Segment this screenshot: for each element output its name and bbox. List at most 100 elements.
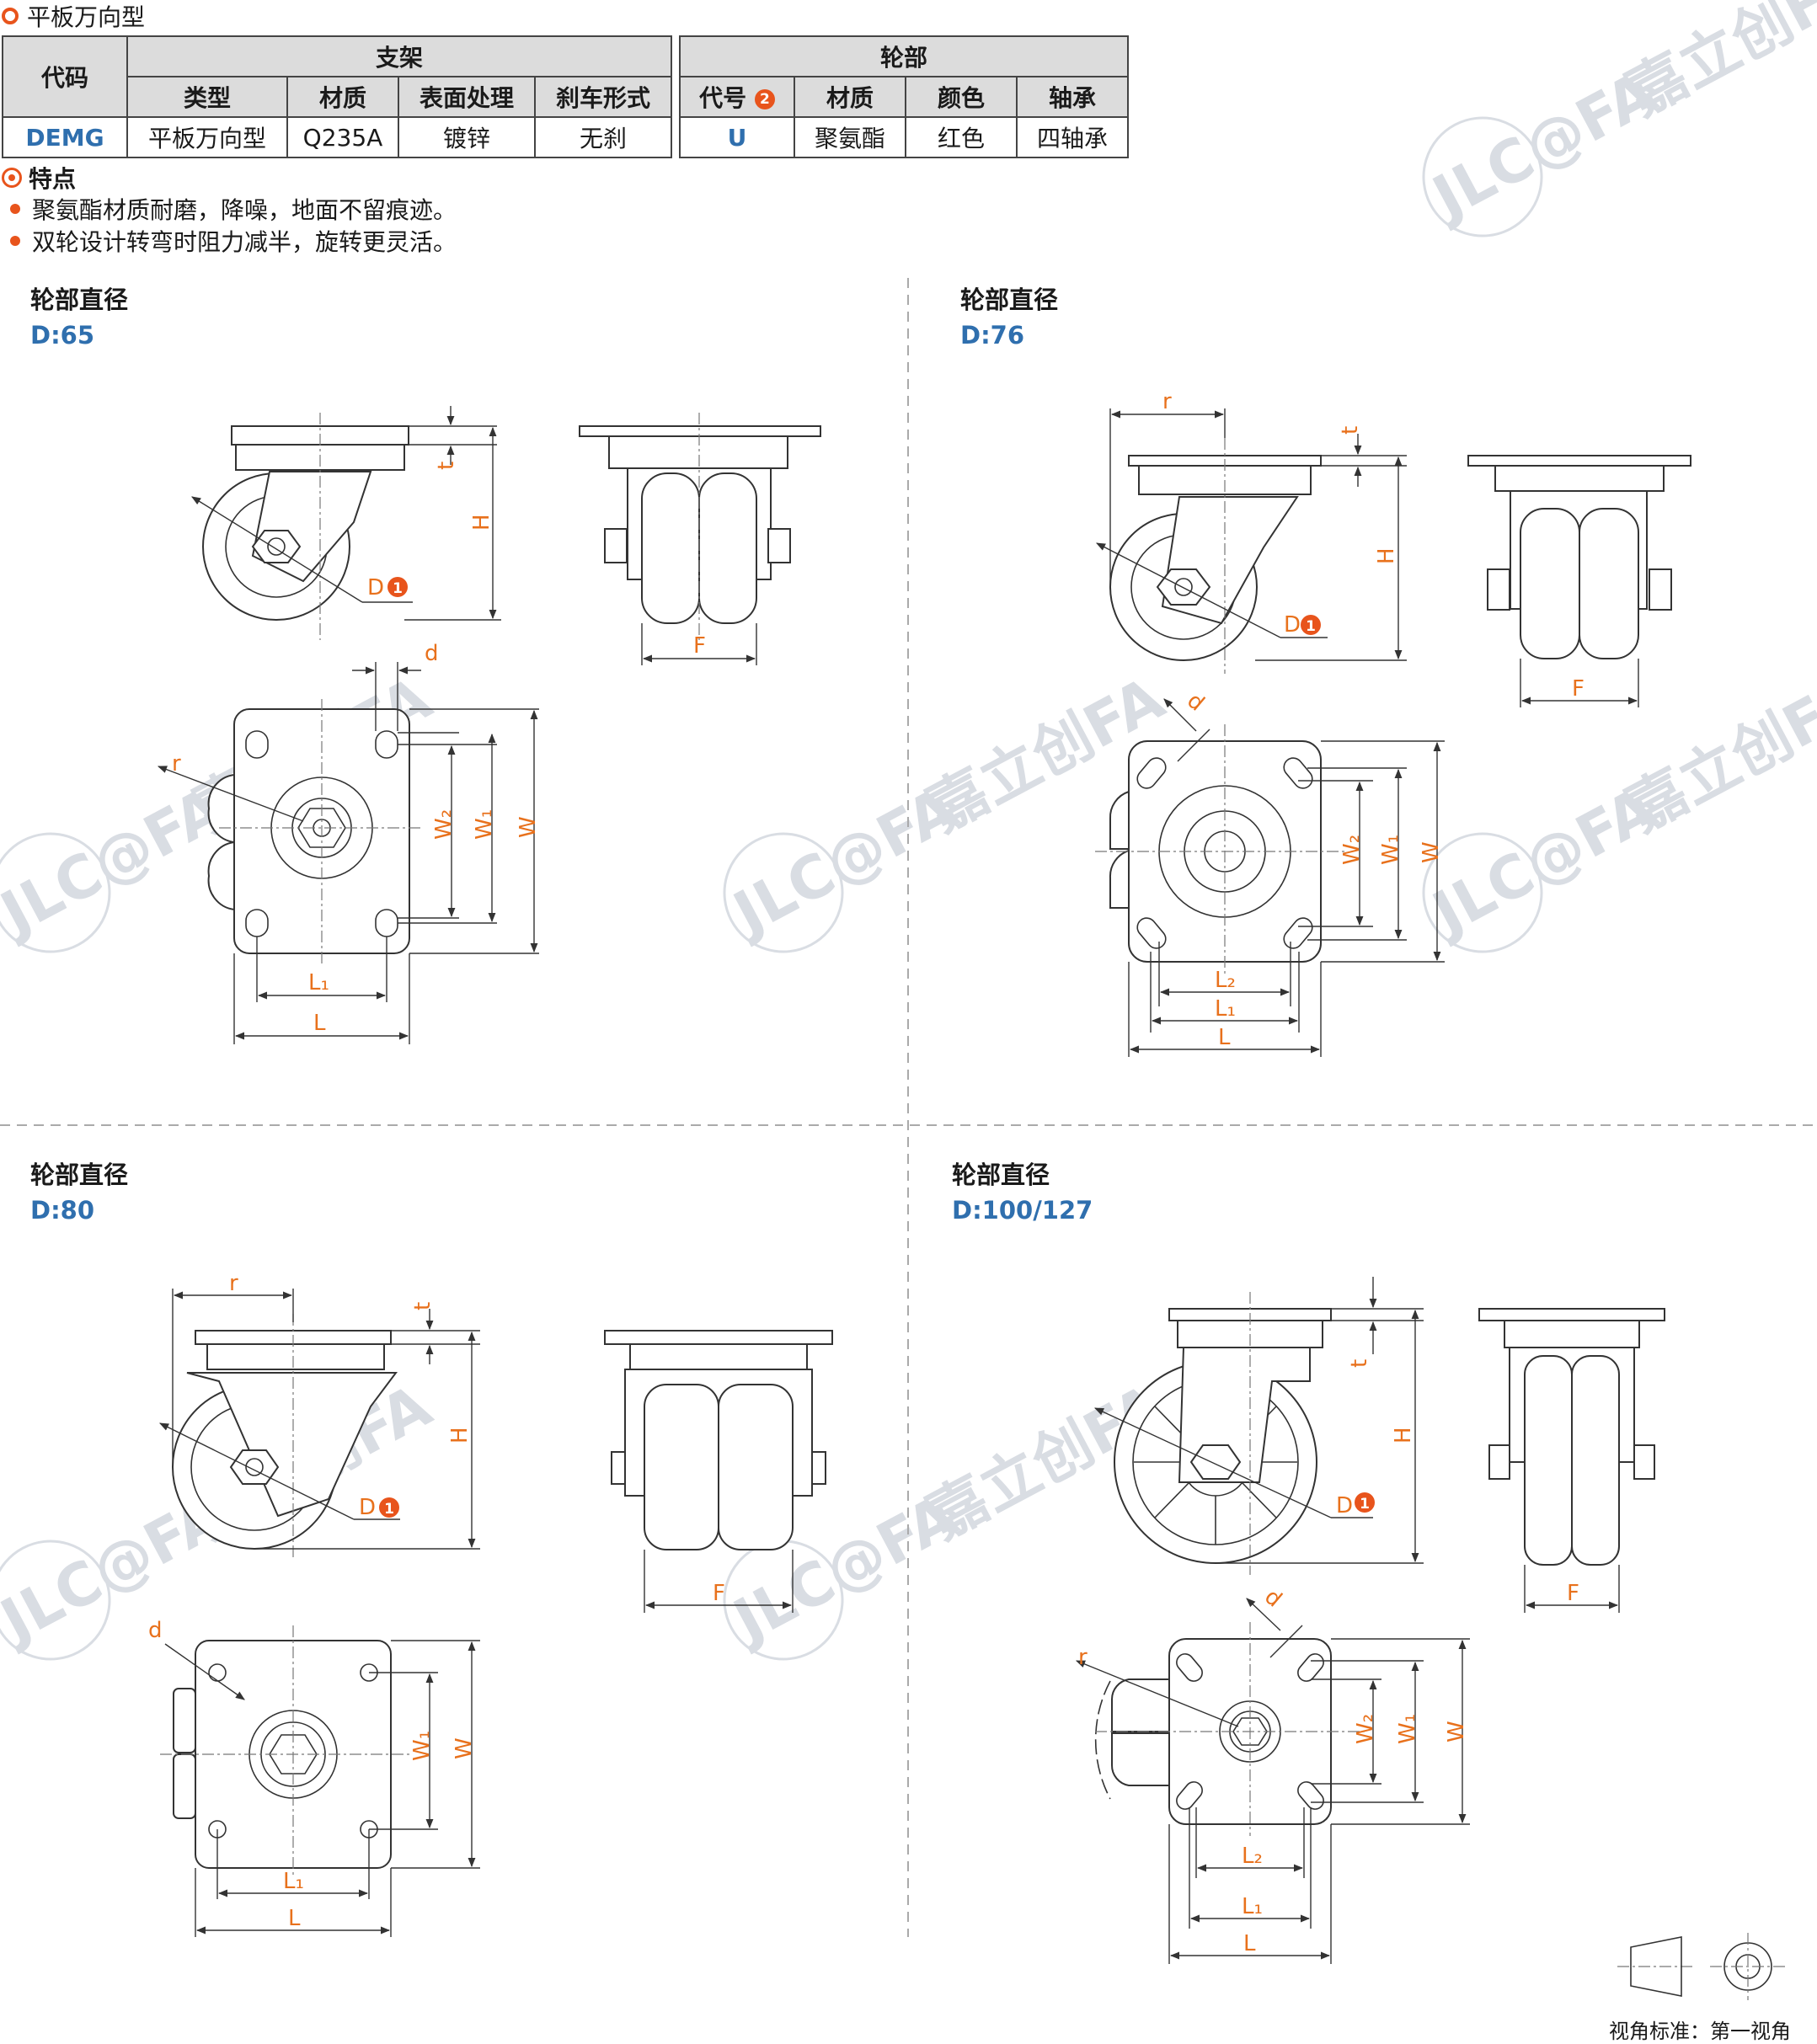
wheel-outline-bottom [173, 1753, 196, 1819]
axle-nut [1156, 568, 1211, 606]
wheel-left [641, 472, 700, 624]
cell-type: 平板万向型 [126, 116, 288, 158]
label-F: F [693, 633, 706, 659]
label-H: H [469, 514, 494, 531]
drawing-d65-side: t H D 1 [191, 406, 501, 640]
badge-1-icon [387, 577, 408, 597]
axle [1174, 578, 1193, 596]
title-text: 平板万向型 [27, 3, 146, 31]
first-angle-projection-icon [1617, 1933, 1786, 2000]
drawing-d76-side: r t H D 1 [1096, 389, 1407, 674]
label-W: W [516, 816, 541, 838]
bullet-icon [10, 204, 20, 214]
cell-wheel-material: 聚氨酯 [794, 116, 906, 158]
drawing-d76-front: F [1467, 455, 1691, 707]
label-L1: L₁ [1215, 996, 1236, 1022]
swivel-ring [629, 1343, 808, 1370]
label-r: r [1162, 389, 1172, 414]
label-D: D [1284, 612, 1301, 638]
mount-slot [1176, 1781, 1203, 1810]
drawing-d80-top: d W₁ W L₁ L [148, 1618, 480, 1937]
drawing-d80-side: r t H D 1 [158, 1271, 480, 1558]
label-L: L [1243, 1931, 1256, 1956]
label-W1: W₁ [1395, 1714, 1420, 1744]
swivel-ring [1494, 465, 1665, 492]
col-surface: 表面处理 [398, 76, 536, 118]
watermark-name: 嘉立创FA [1616, 0, 1817, 129]
dim-d-ext [1177, 728, 1210, 762]
watermark-name: 嘉立创FA [1616, 664, 1817, 845]
badge-1-icon [379, 1497, 399, 1518]
label-W2: W₂ [431, 809, 457, 840]
feature-text: 双轮设计转弯时阻力减半，旋转更灵活。 [32, 228, 457, 256]
mount-slot [1297, 1653, 1324, 1682]
mount-slot [1136, 917, 1167, 949]
cell-material: Q235A [286, 116, 399, 158]
drawing-d65-top: d r W₂ W₁ W L₁ L [157, 641, 541, 1044]
label-D: D [359, 1495, 376, 1520]
wheel-outline-bottom [207, 841, 235, 911]
watermark-3: JLC@FA 嘉立创FA [1419, 664, 1817, 953]
wheel-outline-bottom [1110, 1732, 1170, 1786]
dim-D [1096, 542, 1281, 638]
axle-nut-right [767, 528, 791, 563]
spec-table: 代码 支架 轮部 类型 材质 表面处理 刹车形式 代号 2 材质 颜色 轴承 D… [2, 35, 1129, 158]
wheel-outline-bottom [1109, 849, 1130, 909]
section-heading: 轮部直径 [30, 286, 129, 314]
badge-1-text: 1 [1360, 1496, 1370, 1513]
section-diameter: D:80 [30, 1196, 95, 1225]
section-heading: 轮部直径 [30, 1161, 129, 1189]
top-plate [1478, 1308, 1665, 1321]
dim-D [1093, 1407, 1332, 1518]
section-heading: 轮部直径 [960, 286, 1059, 314]
wheel-left [644, 1384, 719, 1550]
badge-1-icon [1301, 615, 1321, 635]
mount-slot [1283, 757, 1313, 789]
section-diameter: D:100/127 [952, 1196, 1093, 1225]
watermark-circle-icon [1422, 116, 1543, 237]
mount-slot [1283, 917, 1313, 949]
label-t: t [1347, 1359, 1372, 1368]
cell-code: DEMG [2, 116, 128, 158]
section-d65: 轮部直径 D:65 [30, 280, 128, 350]
swivel-path-arc [1094, 1680, 1111, 1800]
feature-text: 聚氨酯材质耐磨，降噪，地面不留痕迹。 [32, 196, 457, 224]
label-L1: L₁ [283, 1869, 304, 1894]
label-D: D [1336, 1493, 1353, 1518]
label-t: t [410, 1302, 436, 1310]
badge-1-text: 1 [1306, 618, 1316, 635]
wheel-outline-top [173, 1688, 196, 1753]
dim-D [158, 1422, 355, 1520]
label-F: F [713, 1581, 725, 1606]
swivel-ring [608, 435, 788, 469]
list-item: 聚氨酯材质耐磨，降噪，地面不留痕迹。 [2, 193, 457, 225]
section-diameter: D:65 [30, 321, 95, 350]
label-L1: L₁ [1242, 1894, 1263, 1919]
label-F: F [1572, 676, 1585, 702]
watermark-circle-icon [723, 832, 844, 953]
dim-D [191, 496, 363, 603]
features-title-text: 特点 [29, 165, 77, 193]
axle-nut-right [1649, 568, 1672, 611]
axle-nut-left [611, 1451, 626, 1485]
label-r: r [172, 751, 181, 777]
badge-2-icon: 2 [754, 89, 775, 109]
fork [186, 1372, 398, 1518]
dim-d [164, 1643, 245, 1700]
col-material: 材质 [286, 76, 399, 118]
mount-slot [1297, 1781, 1324, 1810]
axle-nut-right [1633, 1444, 1655, 1480]
badge-1-text: 1 [393, 580, 403, 597]
table-row: DEMG 平板万向型 Q235A 镀锌 无刹 U 聚氨酯 红色 四轴承 [2, 116, 1129, 158]
dim-d [1163, 698, 1197, 732]
label-d: d [1182, 688, 1209, 717]
label-L: L [288, 1906, 301, 1931]
label-H: H [1374, 547, 1399, 564]
axle-nut [251, 530, 302, 563]
view-standard: 视角标准：第一视角 [1609, 2020, 1791, 2043]
wheel-right [718, 1384, 794, 1550]
badge-1-icon [1355, 1492, 1375, 1513]
drawing-d80-front: F [604, 1330, 833, 1613]
label-t: t [434, 462, 459, 470]
